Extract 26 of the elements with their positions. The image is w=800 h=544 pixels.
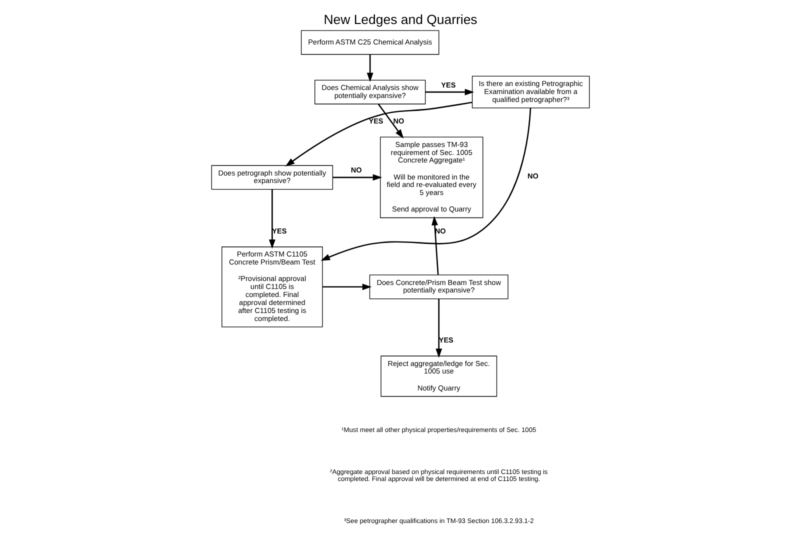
edge-label: NO [350,166,362,175]
node-box: Perform ASTM C1105 Concrete Prism/Beam Test ²Provisional approval until C1105 is completed. Final approval determined after C1105 testing is completed. [221,246,322,328]
edge-label: NO [392,116,404,126]
node-box: Does Concrete/Prism Beam Test show potentially expansive? [368,274,508,300]
node-box: Perform ASTM C25 Chemical Analysis [300,30,439,55]
arrow [284,102,472,166]
arrow [332,174,382,181]
edge-label: YES [440,80,456,90]
arrow [366,54,373,82]
diagram-title: New Ledges and Quarries [323,12,477,27]
edge-label: NO [434,226,446,236]
arrow [431,216,438,275]
node-box: Is there an existing Petrographic Examination available from a qualified petrographer?³ [471,76,590,108]
node-box: Sample passes TM-93 requirement of Sec. 1005 Concrete Aggregate¹ Will be monitored in the field and re-evaluated every 5 years Send approval to Quarry [380,136,483,218]
edge-label: YES [368,116,383,126]
arrow [320,108,531,261]
node-box: Does Chemical Analysis show potentially expansive? [314,80,426,104]
edge-label: YES [438,336,453,345]
arrow [435,298,442,358]
node-box: Does petrograph show potentially expansive? [210,165,333,190]
arrow [424,88,474,96]
edge-label: NO [527,172,538,181]
arrow [268,189,275,249]
arrow [322,284,372,290]
node-box: Reject aggregate/ledge for Sec. 1005 use Notify Quarry [380,356,497,397]
arrow [377,104,404,139]
